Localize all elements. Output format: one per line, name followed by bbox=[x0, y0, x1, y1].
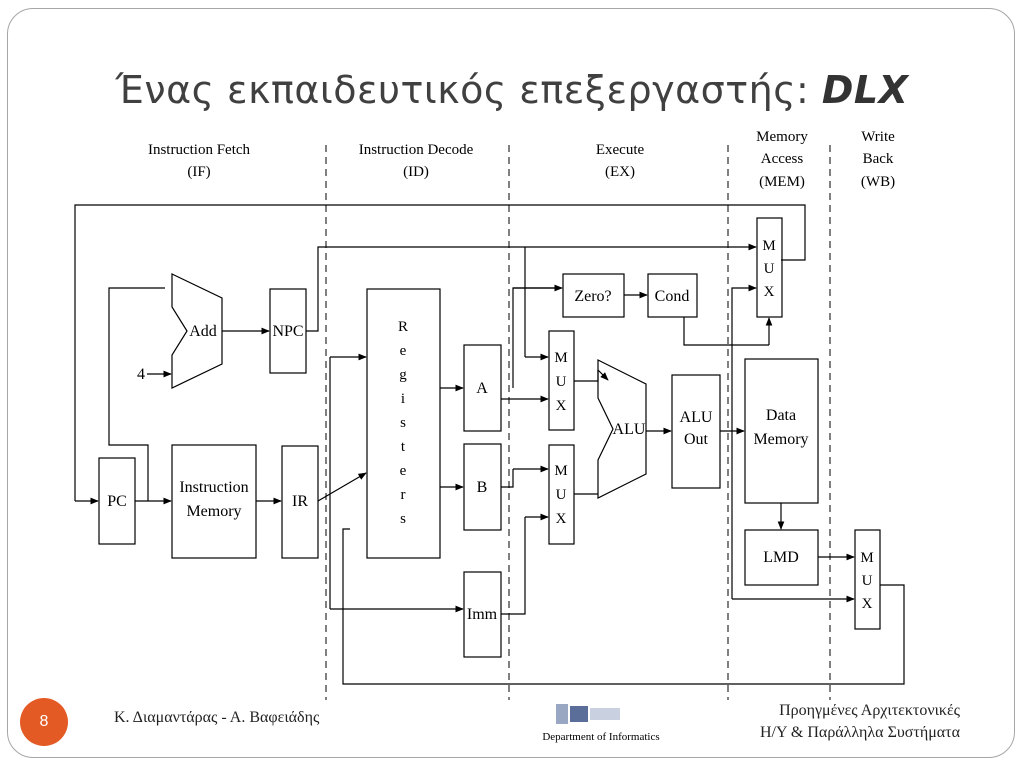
mux-pc-select bbox=[756, 217, 783, 318]
ir-register bbox=[281, 445, 319, 559]
mux-alu-b-m: M bbox=[554, 463, 567, 479]
mux-alu-a-m: M bbox=[554, 350, 567, 366]
data-memory bbox=[744, 358, 819, 504]
wire-imm-to-mux bbox=[501, 517, 526, 615]
lmd-register bbox=[744, 529, 819, 586]
imm-register bbox=[463, 571, 502, 658]
add-unit bbox=[171, 273, 223, 389]
add-label: Add bbox=[189, 323, 217, 340]
stage-if-abbr: (IF) bbox=[187, 164, 210, 180]
stage-mem-line1: Memory bbox=[756, 129, 808, 145]
imem-label-2: Memory bbox=[186, 503, 241, 520]
department-logo-text: Department of Informatics bbox=[542, 731, 659, 743]
stage-wb-line2: Back bbox=[863, 151, 894, 167]
footer-authors: Κ. Διαμαντάρας - Α. Βαφειάδης bbox=[114, 709, 320, 726]
b-label: B bbox=[477, 479, 488, 496]
pc-label: PC bbox=[107, 493, 127, 510]
registers-letter: e bbox=[400, 463, 407, 479]
a-register bbox=[463, 344, 502, 432]
zero-label: Zero? bbox=[574, 288, 611, 305]
footer-course-line1: Προηγμένες Αρχιτεκτονικές bbox=[779, 702, 960, 719]
wire-aluout-to-pcmux bbox=[731, 287, 747, 431]
stage-wb-abbr: (WB) bbox=[861, 174, 895, 190]
stage-id-title: Instruction Decode bbox=[359, 142, 474, 158]
npc-label: NPC bbox=[272, 323, 303, 340]
lmd-label: LMD bbox=[763, 549, 799, 566]
register-file bbox=[366, 288, 441, 559]
a-label: A bbox=[476, 380, 488, 397]
alu-out-register bbox=[671, 374, 721, 489]
mux-alu-a-u: U bbox=[556, 374, 567, 390]
mux-wb-u: U bbox=[862, 573, 873, 589]
title-emphasis: DLX bbox=[821, 68, 909, 112]
cond-label: Cond bbox=[655, 288, 690, 305]
mux-alu-b-u: U bbox=[556, 487, 567, 503]
wire-pc-feedback bbox=[74, 204, 806, 501]
registers-letter: g bbox=[399, 367, 407, 383]
mux-pc-m: M bbox=[762, 238, 775, 254]
wire-cond-to-mux bbox=[683, 317, 769, 346]
cond-register bbox=[647, 273, 698, 318]
alu-out-label-2: Out bbox=[684, 431, 709, 448]
mux-alu-a-x: X bbox=[556, 398, 567, 414]
mux-wb-x: X bbox=[862, 596, 873, 612]
footer-course: Προηγμένες Αρχιτεκτονικές Η/Υ & Παράλληλ… bbox=[760, 700, 960, 744]
ir-label: IR bbox=[292, 493, 308, 510]
registers-letter: s bbox=[400, 511, 406, 527]
dmem-label-2: Memory bbox=[753, 431, 808, 448]
registers-letter: s bbox=[400, 415, 406, 431]
slide-title: Ένας εκπαιδευτικός επεξεργαστής: DLX bbox=[0, 68, 1024, 112]
title-text: Ένας εκπαιδευτικός επεξεργαστής: bbox=[115, 68, 822, 112]
alu-out-label-1: ALU bbox=[680, 409, 713, 426]
wire-wb-to-register bbox=[342, 528, 905, 685]
alu-label: ALU bbox=[613, 421, 646, 438]
pc-register bbox=[98, 457, 136, 545]
registers-letter: t bbox=[401, 439, 406, 455]
mux-pc-x: X bbox=[764, 284, 775, 300]
wire-mux-a-to-alu bbox=[574, 370, 599, 382]
add-input-four: 4 bbox=[137, 366, 145, 383]
alu-unit bbox=[597, 359, 647, 499]
instruction-memory bbox=[171, 444, 257, 559]
mux-pc-u: U bbox=[764, 261, 775, 277]
mux-alu-b-x: X bbox=[556, 511, 567, 527]
stage-wb-line1: Write bbox=[861, 129, 895, 145]
stage-mem-line2: Access bbox=[761, 151, 804, 167]
wire-npc-out bbox=[306, 246, 747, 332]
imem-label-1: Instruction bbox=[179, 479, 248, 496]
stage-mem-abbr: (MEM) bbox=[759, 174, 805, 190]
mux-wb-m: M bbox=[860, 550, 873, 566]
imm-label: Imm bbox=[467, 606, 498, 623]
registers-letter: i bbox=[401, 391, 405, 407]
dmem-label-1: Data bbox=[766, 407, 796, 424]
wire-pc-to-add bbox=[108, 287, 165, 501]
page-number-badge: 8 bbox=[20, 698, 68, 746]
department-logo: Department of Informatics bbox=[542, 704, 660, 743]
registers-letter: R bbox=[398, 319, 408, 335]
stage-ex-abbr: (EX) bbox=[605, 164, 635, 180]
stage-id-abbr: (ID) bbox=[403, 164, 429, 180]
wire-b-to-mux bbox=[501, 469, 514, 488]
stage-if-title: Instruction Fetch bbox=[148, 142, 251, 158]
registers-letter: r bbox=[401, 487, 406, 503]
footer-course-line2: Η/Υ & Παράλληλα Συστήματα bbox=[759, 724, 960, 741]
mux-alu-b bbox=[548, 444, 575, 545]
npc-register bbox=[269, 288, 307, 374]
mux-writeback bbox=[854, 529, 881, 630]
stage-ex-title: Execute bbox=[596, 142, 645, 158]
registers-letter: e bbox=[400, 343, 407, 359]
